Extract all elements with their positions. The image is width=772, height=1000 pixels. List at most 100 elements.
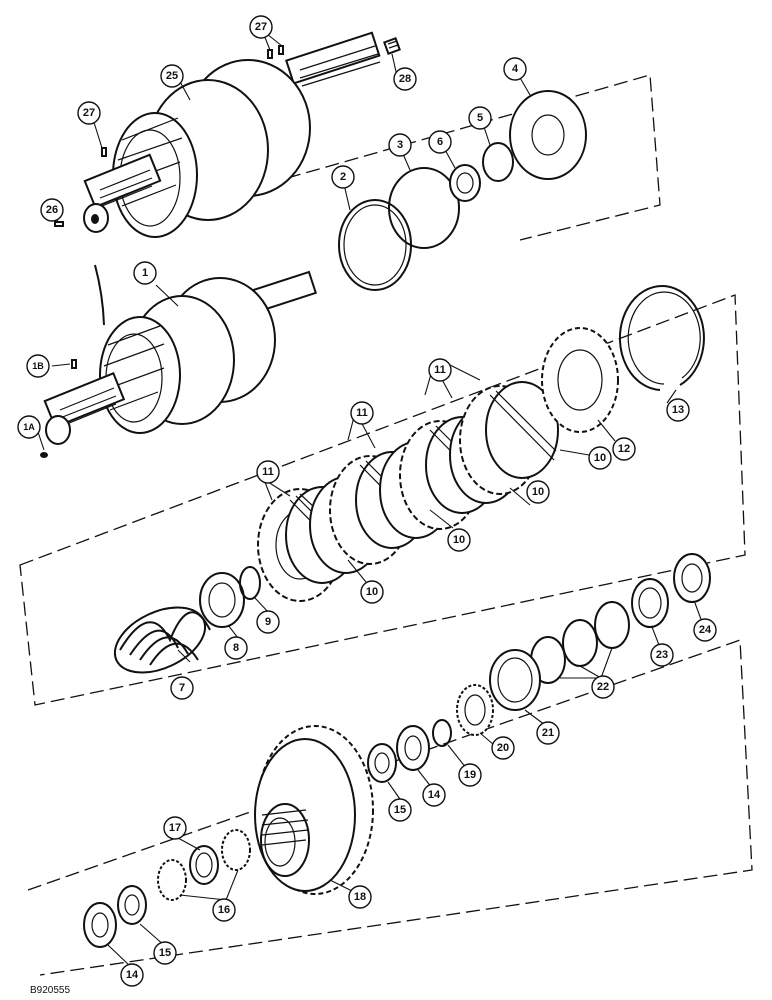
clutch-shaft-assembly-lower [40,270,318,458]
callout-17: 17 [163,816,187,840]
callout-1b: 1B [26,354,50,378]
clutch-pack [257,285,705,602]
svg-text:7: 7 [179,682,185,694]
svg-text:4: 4 [512,63,519,75]
svg-text:24: 24 [699,624,712,636]
callout-27-lower: 27 [77,101,101,125]
svg-text:27: 27 [255,21,267,33]
svg-text:26: 26 [46,204,58,216]
clutch-disc-group [459,381,559,495]
svg-text:12: 12 [618,443,630,455]
callout-11-c: 11 [428,358,452,382]
callout-5: 5 [468,106,492,130]
svg-text:16: 16 [218,904,230,916]
svg-text:21: 21 [542,727,554,739]
part-22-seal-ring-a [594,601,630,649]
part-20-bearing [456,684,494,736]
callout-16: 16 [212,898,236,922]
callout-13: 13 [666,398,690,422]
part-23-bearing-cup [631,578,669,628]
part-21-sleeve-inner [497,657,533,703]
svg-text:11: 11 [434,364,446,376]
part-15-bearing-lower [117,885,147,925]
part-17-inner [195,852,213,878]
part-9-snap-ring [239,566,261,600]
svg-text:14: 14 [428,789,441,801]
svg-text:11: 11 [356,407,368,419]
callout-14-upper: 14 [422,783,446,807]
part-13-snap-ring [618,285,705,391]
part-6-washer-hole [456,172,474,194]
group-outline-middle [19,294,746,706]
group-outline-lower [27,639,753,976]
svg-text:20: 20 [497,742,509,754]
svg-text:5: 5 [477,112,483,124]
part-26-pin [54,221,64,227]
callout-15-upper: 15 [388,798,412,822]
part-5-o-ring [482,142,514,182]
svg-text:2: 2 [340,171,346,183]
callout-25: 25 [160,64,184,88]
part-16-needle-bearing-a [221,829,251,871]
part-7-spring [113,606,211,674]
svg-text:17: 17 [169,822,181,834]
callout-14-lower: 14 [120,963,144,987]
callout-22: 22 [591,675,615,699]
svg-text:25: 25 [166,70,178,82]
part-8-bearing-cup [199,572,245,628]
part-22-seal-ring-b [562,619,598,667]
part-24-bearing-cone [673,553,711,603]
callout-27-upper: 27 [249,15,273,39]
svg-text:15: 15 [394,804,406,816]
part-4-piston-inner [531,114,565,156]
part-17-spacer [189,845,219,885]
part-8-bearing-cup-inner [208,582,236,618]
svg-text:13: 13 [672,404,684,416]
svg-text:10: 10 [366,586,378,598]
svg-text:22: 22 [597,681,609,693]
part-14-upper-hole [404,735,422,761]
part-16-needle-bearing-b [157,859,187,901]
svg-text:3: 3 [397,139,403,151]
callout-18: 18 [348,885,372,909]
svg-text:19: 19 [464,769,476,781]
callout-23: 23 [650,643,674,667]
callout-11-b: 11 [350,401,374,425]
svg-text:27: 27 [83,107,95,119]
part-18-gear [254,725,374,895]
part-28-plug [383,37,401,55]
svg-text:1: 1 [142,267,148,279]
callout-9: 9 [256,610,280,634]
callout-26: 26 [40,198,64,222]
callout-6: 6 [428,130,452,154]
part-6-washer [449,164,481,202]
part-27-pins-upper [267,45,284,59]
svg-text:9: 9 [265,616,271,628]
part-19-snap-ring [432,719,452,747]
part-27-pin-lower [101,147,107,157]
part-15-upper-hole [374,752,390,774]
part-23-inner [638,587,662,619]
svg-text:28: 28 [399,73,411,85]
part-20-bearing-inner [464,694,486,726]
svg-text:11: 11 [262,466,274,478]
callout-3: 3 [388,133,412,157]
callout-4: 4 [503,57,527,81]
clutch-shaft-assembly-upper [83,31,381,238]
svg-text:6: 6 [437,136,443,148]
callout-24: 24 [693,618,717,642]
part-24-inner [681,563,703,593]
part-12-pressure-plate [541,327,619,433]
part-14-thrust-washer-lower [83,902,117,948]
callout-7: 7 [170,676,194,700]
svg-text:23: 23 [656,649,668,661]
svg-text:1A: 1A [23,422,35,432]
callout-21: 21 [536,721,560,745]
part-1b-pin [71,359,77,369]
svg-text:1B: 1B [32,361,44,371]
drawing-reference-code: B920555 [30,985,70,996]
callout-28: 28 [393,67,417,91]
callout-10-c: 10 [526,480,550,504]
callout-11-a: 11 [256,460,280,484]
svg-text:10: 10 [594,452,606,464]
